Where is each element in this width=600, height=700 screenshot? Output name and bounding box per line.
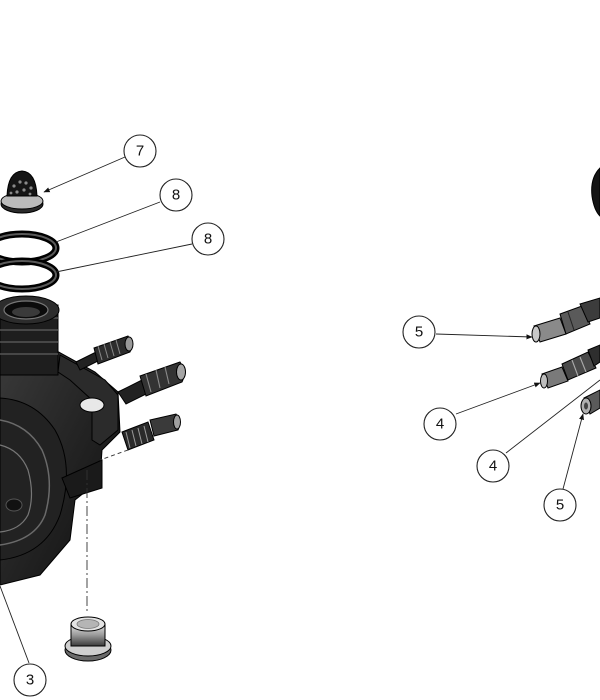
hose-barb-fitting-upper	[531, 297, 600, 343]
o-ring-lower-part	[0, 257, 60, 293]
bushing-part	[64, 616, 112, 662]
callout-8-upper-label: 8	[172, 187, 180, 204]
callout-4-right: 4	[476, 449, 510, 483]
callout-4-left: 4	[423, 407, 457, 441]
hose-barb-fitting-middle	[540, 344, 600, 389]
callout-4-left-label: 4	[436, 416, 444, 433]
callout-5-upper: 5	[402, 315, 436, 349]
callout-3-label: 3	[26, 672, 34, 689]
callout-8-lower: 8	[191, 222, 225, 256]
pump-housing-part	[0, 295, 121, 586]
callout-7: 7	[123, 134, 157, 168]
callout-5-upper-label: 5	[415, 324, 423, 341]
callout-8-lower-label: 8	[204, 231, 212, 248]
callout-7-label: 7	[136, 143, 144, 160]
housing-fitting-upper	[75, 335, 134, 371]
hose-barb-fitting-lower	[580, 389, 600, 415]
housing-fitting-middle	[117, 361, 186, 405]
strainer-screen-part	[0, 170, 44, 214]
callout-5-lower: 5	[543, 488, 577, 522]
callout-4-right-label: 4	[489, 458, 497, 475]
cap-part-edge	[591, 167, 600, 217]
housing-fitting-lower	[121, 413, 181, 451]
callout-8-upper: 8	[159, 178, 193, 212]
callout-3: 3	[13, 663, 47, 697]
callout-5-lower-label: 5	[556, 497, 564, 514]
